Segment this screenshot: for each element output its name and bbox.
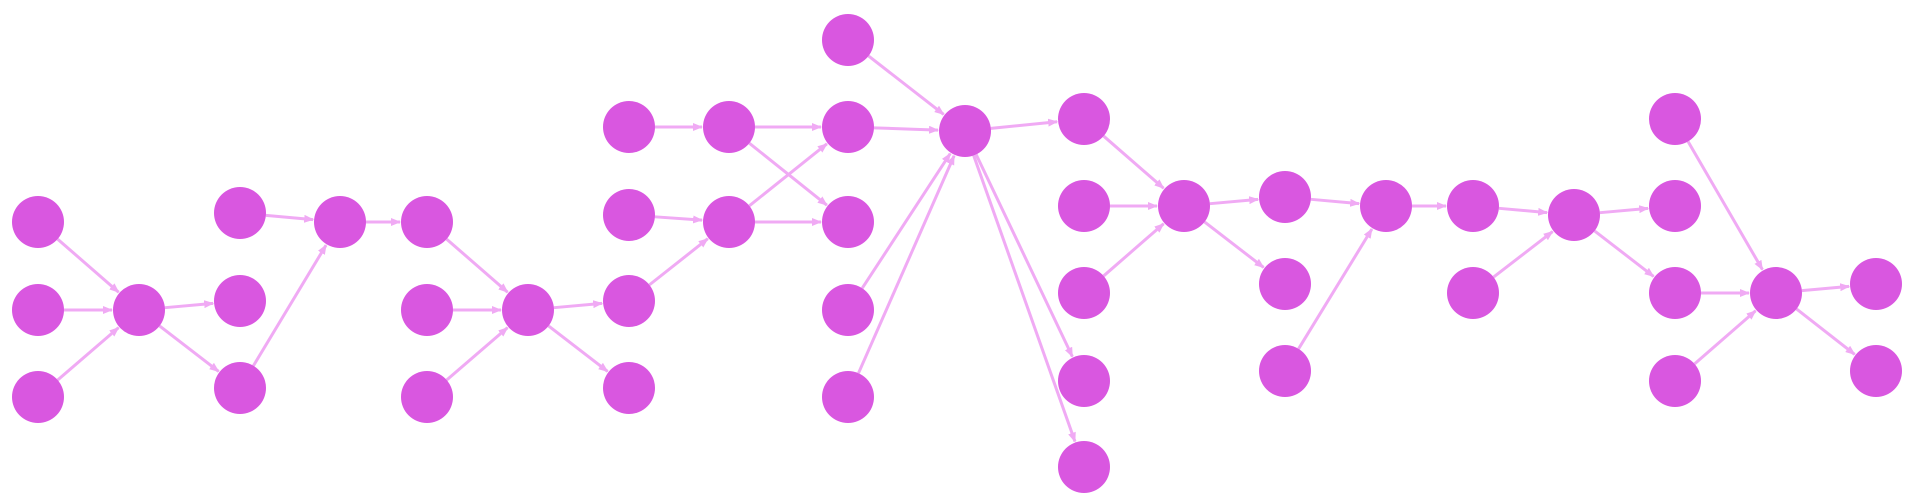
edge-arrow [974,153,1074,358]
edge-arrow [867,54,945,116]
graph-node [1058,180,1110,232]
edge-arrow [1310,197,1361,207]
graph-node [1058,441,1110,493]
graph-node [1548,189,1600,241]
edge-arrow [654,215,704,224]
graph-node [401,196,453,248]
graph-node [314,196,366,248]
edge-arrow [1102,134,1165,190]
graph-node [214,187,266,239]
graph-node [1259,258,1311,310]
graph-node [822,284,874,336]
graph-node [502,284,554,336]
graph-node [822,14,874,66]
graph-node [703,101,755,153]
graph-node [1750,267,1802,319]
edge-arrow [1801,283,1851,293]
graph-node [822,371,874,423]
edge-arrow [1498,206,1549,216]
graph-node [1649,267,1701,319]
graph-node [1158,180,1210,232]
edge-arrow [748,142,828,207]
edge-arrow [873,125,940,134]
graph-node [703,196,755,248]
edge-arrow [265,213,315,223]
graph-node [401,284,453,336]
edge-arrow [1693,309,1757,366]
edge-arrow [158,324,220,373]
graph-node [1360,180,1412,232]
graph-node [822,196,874,248]
edge-arrow [857,154,956,374]
graph-node [113,284,165,336]
graph-node [1259,171,1311,223]
graph-node [603,362,655,414]
edge-arrow [860,152,952,290]
edge-arrow [1209,196,1260,206]
graph-node [12,371,64,423]
edge-arrow [56,326,120,382]
edge-arrow [164,300,215,310]
graph-node [822,101,874,153]
graph-node [214,275,266,327]
graph-node [401,371,453,423]
edge-arrow [1102,222,1165,278]
edge-arrow [1203,220,1265,269]
graph-node [1850,258,1902,310]
graph-node [603,189,655,241]
graph-node [1058,93,1110,145]
graph-node [1649,180,1701,232]
edge-arrow [1593,229,1655,278]
edge-layer [56,54,1856,443]
graph-node [1447,180,1499,232]
graph-node [12,196,64,248]
edge-arrow [56,237,120,294]
edge-arrow [990,118,1059,130]
edge-arrow [445,326,509,382]
edge-arrow [1686,140,1764,271]
graph-node [1850,345,1902,397]
edge-arrow [1599,205,1650,215]
node-layer [12,14,1902,493]
graph-node [939,105,991,157]
graph-node [214,362,266,414]
graph-node [1259,345,1311,397]
edge-arrow [553,300,604,310]
edge-arrow [648,237,709,287]
graph-node [603,275,655,327]
graph-node [1649,355,1701,407]
edge-arrow [1492,230,1554,279]
edge-arrow [252,244,328,367]
edge-arrow [1297,228,1374,350]
edge-arrow [1795,307,1856,356]
graph-node [1447,267,1499,319]
edge-arrow [972,155,1077,443]
graph-node [1649,93,1701,145]
graph-node [603,101,655,153]
graph-node [12,284,64,336]
edge-arrow [547,324,609,373]
graph-node [1058,267,1110,319]
graph-node [1058,355,1110,407]
edge-arrow [445,237,509,294]
